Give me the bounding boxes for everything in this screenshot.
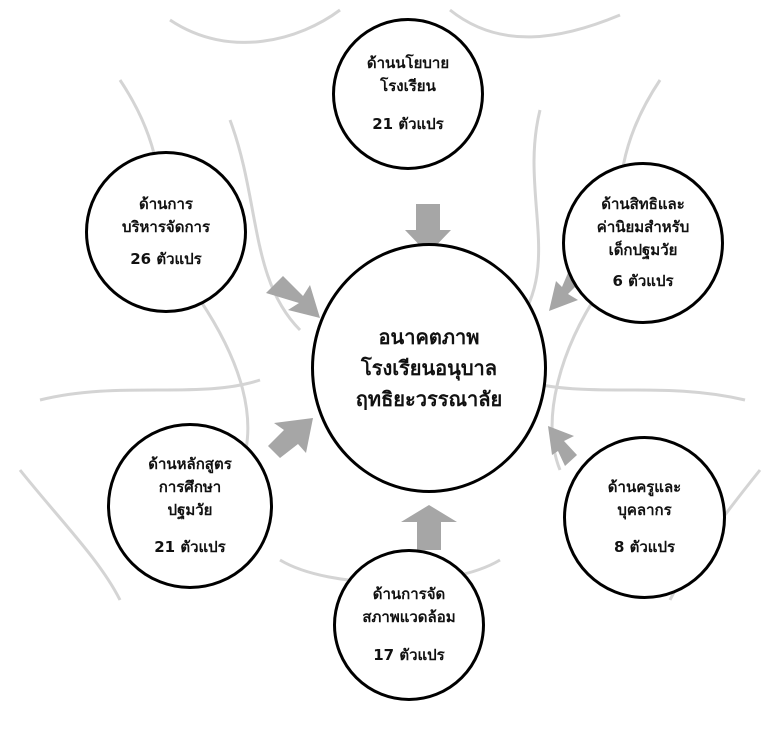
aspect-policy-line-1: ด้านนโยบาย bbox=[366, 54, 450, 73]
aspect-curriculum-count: 21 ตัวแปร bbox=[154, 538, 226, 557]
aspect-rights-line-2: ค่านิยมสำหรับ bbox=[596, 217, 690, 236]
aspect-management-line-2: บริหารจัดการ bbox=[121, 218, 211, 237]
aspect-staff-line-1: ด้านครูและ bbox=[607, 477, 682, 496]
aspect-staff-line-2: บุคลากร bbox=[617, 500, 672, 519]
aspect-rights-circle: ด้านสิทธิและ ค่านิยมสำหรับ เด็กปฐมวัย 6 … bbox=[562, 162, 724, 324]
center-circle: อนาคตภาพ โรงเรียนอนุบาล ฤทธิยะวรรณาลัย bbox=[311, 243, 547, 493]
arrow-environment bbox=[401, 505, 457, 550]
aspect-environment-line-1: ด้านการจัด bbox=[372, 585, 446, 604]
aspect-rights-line-3: เด็กปฐมวัย bbox=[608, 241, 678, 259]
aspect-policy-line-2: โรงเรียน bbox=[380, 77, 436, 96]
aspect-policy-circle: ด้านนโยบาย โรงเรียน 21 ตัวแปร bbox=[332, 18, 484, 170]
aspect-staff-count: 8 ตัวแปร bbox=[613, 538, 676, 557]
arrow-staff bbox=[548, 426, 577, 466]
aspect-rights-count: 6 ตัวแปร bbox=[612, 272, 674, 291]
aspect-environment-count: 17 ตัวแปร bbox=[373, 645, 445, 664]
arrow-management bbox=[266, 276, 320, 318]
aspect-curriculum-line-2: การศึกษา bbox=[158, 477, 222, 496]
aspect-rights-line-1: ด้านสิทธิและ bbox=[601, 194, 685, 213]
aspect-staff-circle: ด้านครูและ บุคลากร 8 ตัวแปร bbox=[563, 436, 726, 599]
aspect-curriculum-circle: ด้านหลักสูตร การศึกษา ปฐมวัย 21 ตัวแปร bbox=[107, 423, 273, 589]
center-line-2: โรงเรียนอนุบาล bbox=[360, 355, 498, 380]
aspect-environment-circle: ด้านการจัด สภาพแวดล้อม 17 ตัวแปร bbox=[333, 549, 485, 701]
aspect-management-count: 26 ตัวแปร bbox=[130, 249, 202, 268]
center-line-3: ฤทธิยะวรรณาลัย bbox=[355, 386, 503, 411]
aspect-curriculum-line-1: ด้านหลักสูตร bbox=[148, 454, 232, 473]
aspect-curriculum-line-3: ปฐมวัย bbox=[167, 501, 213, 519]
aspect-environment-line-2: สภาพแวดล้อม bbox=[362, 608, 456, 627]
aspect-policy-count: 21 ตัวแปร bbox=[372, 114, 444, 133]
center-line-1: อนาคตภาพ bbox=[378, 324, 480, 349]
aspect-management-circle: ด้านการ บริหารจัดการ 26 ตัวแปร bbox=[85, 151, 247, 313]
arrow-curriculum bbox=[268, 418, 313, 458]
aspect-management-line-1: ด้านการ bbox=[139, 195, 193, 214]
arrow-policy bbox=[405, 204, 451, 254]
